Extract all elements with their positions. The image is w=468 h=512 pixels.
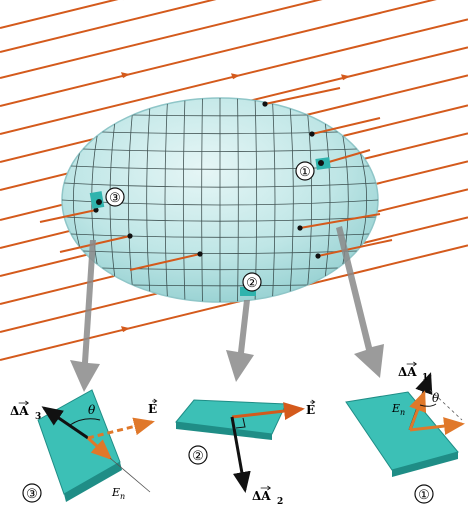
entry-point-dot [127,233,133,239]
normal-component-label: E [391,402,400,415]
exiting-field-line-segments [39,87,393,271]
detail-panel-2: E ΔA 2 ② [175,399,316,507]
field-line [0,0,437,107]
surface-grid-line [164,103,168,297]
panel-2-number: ② [192,449,204,464]
field-line-segment [264,87,341,105]
entry-point-dot [315,253,321,259]
field-line [0,0,119,29]
entry-point-dot [93,207,99,213]
field-line-segment [299,213,381,229]
surface-grid-line [182,100,186,300]
area-vector-label: ΔA [10,404,29,418]
patch-2-label: ② [246,276,258,291]
vector-arrow-accent [152,398,158,404]
gray-down-arrow-icon [226,300,254,382]
field-arrow-icon [121,326,130,333]
field-line [0,0,217,53]
detail-panel-1: θ E n ΔA 1 ① [345,361,465,504]
field-vector-label: E [306,403,315,417]
panel-3-number: ③ [26,487,38,502]
theta-label: θ [432,391,440,405]
normal-component-label: E [111,486,120,499]
field-arrow-icon [341,74,350,81]
entry-point-dot [197,251,203,257]
surface-grid-line [72,153,80,247]
surface-grid-line [201,98,203,302]
surface-grid-line [289,108,294,292]
area-vector-subscript: 2 [277,497,283,507]
entry-point-dot [297,225,303,231]
surface-element-2: ② [240,272,262,296]
field-vector-label: E [148,402,157,416]
field-line-segment [317,239,393,257]
gray-down-arrow-icon [70,240,100,392]
area-vector-subscript: 1 [422,373,428,383]
surface-element-1: ① [295,157,331,181]
entry-point-dot [262,101,268,107]
field-line-segment [321,149,371,165]
vector-arrow-accent [310,399,316,405]
field-line [0,244,468,361]
field-line-segment [129,253,201,271]
area-vector-label: ΔA [398,365,417,379]
vector-arrow-accent [406,361,418,367]
surface-grid-line [127,115,133,285]
surface-grid-line [360,153,368,247]
field-line-segment [311,117,381,135]
surface-grid-line [146,108,151,292]
surface-grid-line [307,115,313,285]
closed-gaussian-surface [61,97,379,303]
surface-grid-line [272,103,276,297]
panel-1-number: ① [418,488,430,503]
field-line [0,0,323,79]
surface-grid-line [324,123,331,277]
vector-arrow-accent [18,400,30,406]
patch-1-label: ① [299,165,311,180]
area-vector-label: ΔA [252,489,271,503]
field-arrow-icon [231,73,240,80]
field-line-segment [39,209,97,223]
normal-component-subscript: n [120,492,125,501]
theta-label: θ [88,403,96,417]
area-vector-subscript: 3 [35,412,41,422]
field-arrow-icon [121,72,130,79]
vector-arrow-accent [260,485,272,491]
surface-element-3: ③ [89,187,125,209]
normal-component-subscript: n [400,408,405,417]
entry-point-dot [309,131,315,137]
gray-down-arrow-icon [336,226,384,378]
surface-grid-line [237,98,239,302]
detail-panel-3: θ ΔA 3 E E n ③ [10,389,158,503]
patch-3-label: ③ [109,191,121,206]
